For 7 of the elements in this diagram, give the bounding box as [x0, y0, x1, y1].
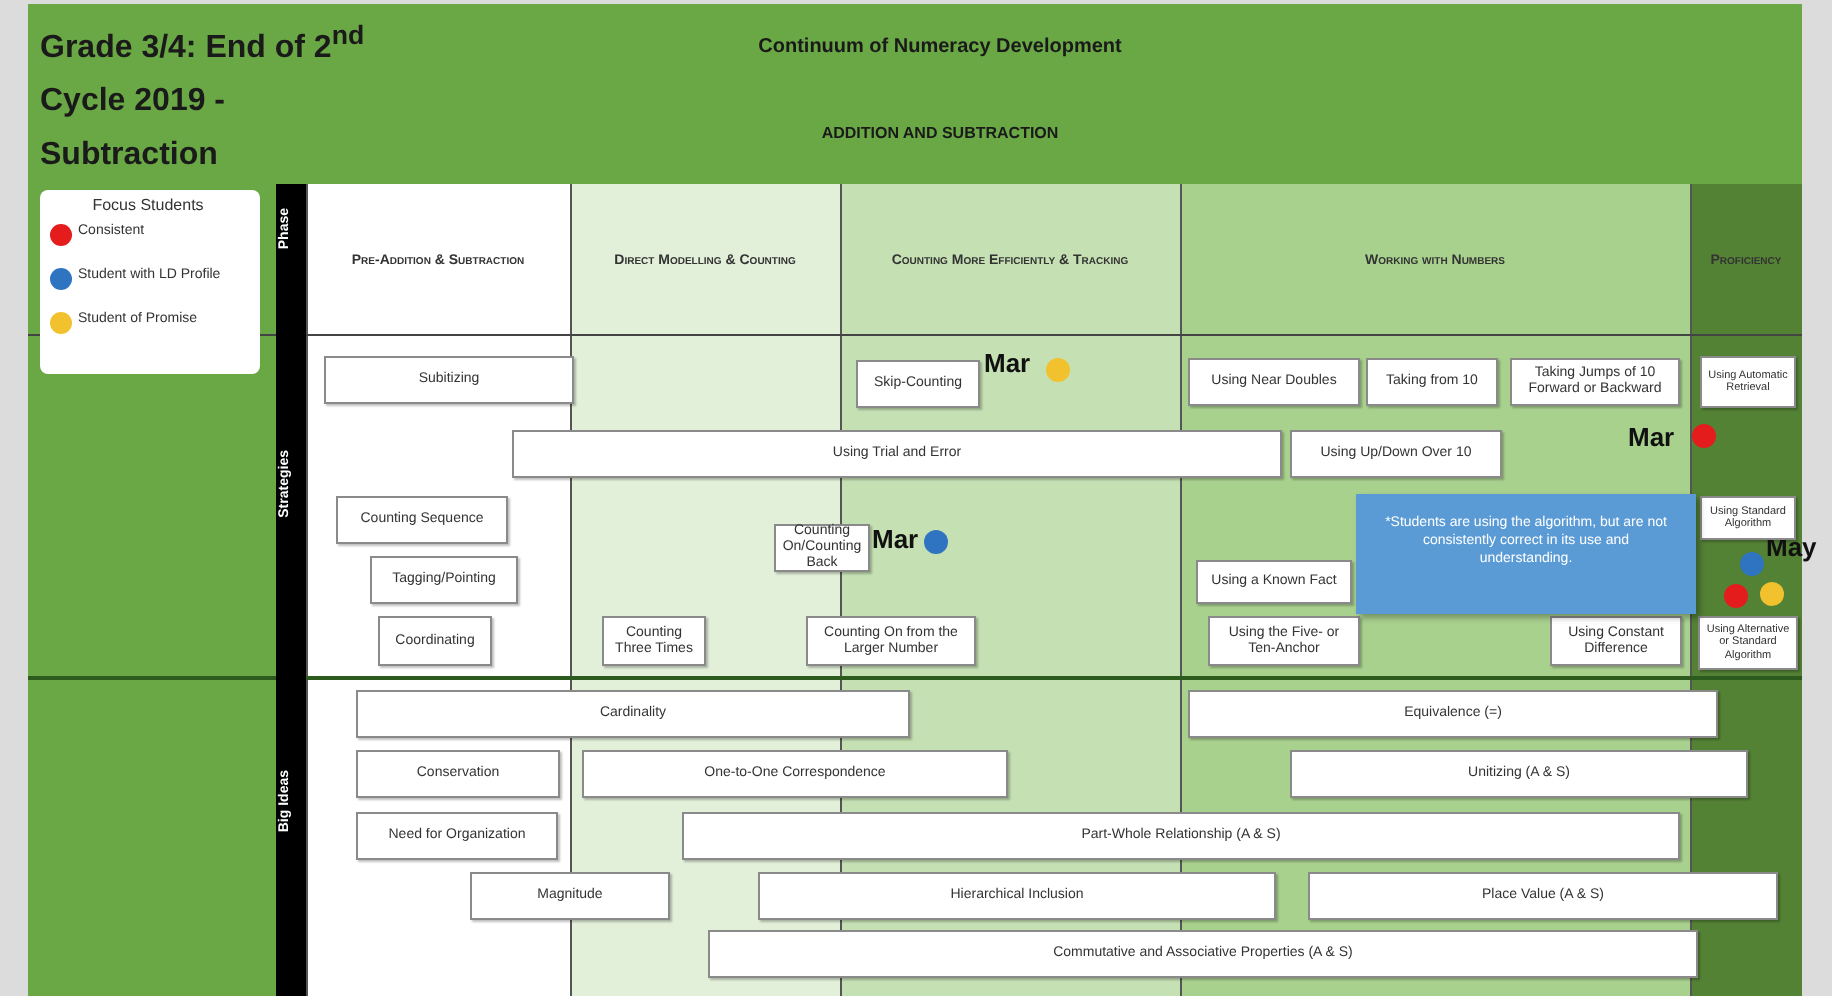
heading: Continuum of Numeracy Development — [756, 36, 1124, 62]
date-label: Mar — [872, 524, 919, 554]
legend-title: Focus Students — [90, 196, 206, 218]
date-label: Mar — [984, 348, 1031, 378]
date-label: Mar — [1628, 422, 1675, 452]
subheading: ADDITION AND SUBTRACTION — [819, 124, 1061, 146]
title: Grade 3/4: End of 2$^{nd}$ Cycle 2019 - Subtraction — [40, 18, 367, 176]
